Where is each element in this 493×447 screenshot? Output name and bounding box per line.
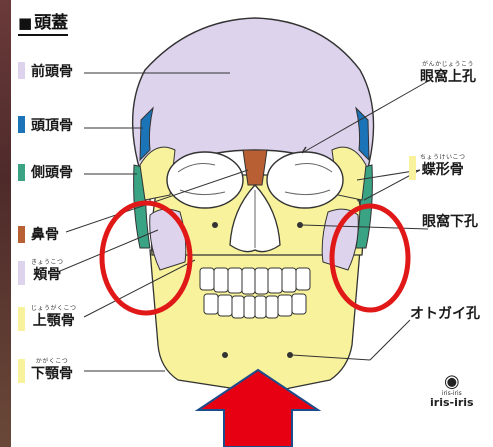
mental-foramen-left	[222, 352, 228, 358]
label-zygomatic: きょうこつ 頬骨	[31, 260, 64, 282]
parietal-swatch	[18, 116, 25, 133]
label-parietal: 頭頂骨	[31, 119, 73, 133]
label-frontal: 前頭骨	[31, 65, 73, 79]
temporal-swatch	[18, 164, 25, 181]
label-supraorbital: がんかじょうこう 眼窩上孔	[420, 62, 476, 84]
iris-logo-icon: ◉	[444, 373, 460, 391]
mandible-swatch	[18, 359, 25, 383]
label-temporal: 側頭骨	[31, 166, 73, 180]
label-mandible: かがくこつ 下顎骨	[31, 359, 73, 381]
label-nasal: 鼻骨	[31, 228, 59, 242]
lower-teeth	[204, 294, 306, 318]
label-mental: オトガイ孔	[410, 307, 480, 321]
sphenoid-swatch	[409, 156, 416, 180]
label-sphenoid: ちょうけいこつ 蝶形骨	[420, 155, 466, 177]
upper-teeth	[200, 268, 310, 294]
logo-brand-text: iris-iris	[430, 397, 474, 408]
maxilla-swatch	[18, 307, 25, 331]
label-infraorbital: 眼窩下孔	[422, 215, 478, 229]
label-maxilla: じょうがくこつ 上顎骨	[31, 306, 77, 328]
zygomatic-swatch	[18, 261, 25, 285]
right-orbit	[267, 152, 343, 208]
frontal-swatch	[18, 62, 25, 79]
left-orbit	[167, 152, 243, 208]
iris-logo: ◉ iris-iris iris-iris	[430, 373, 474, 408]
nasal-swatch	[18, 226, 25, 243]
infraorbital-foramen-left	[212, 222, 218, 228]
